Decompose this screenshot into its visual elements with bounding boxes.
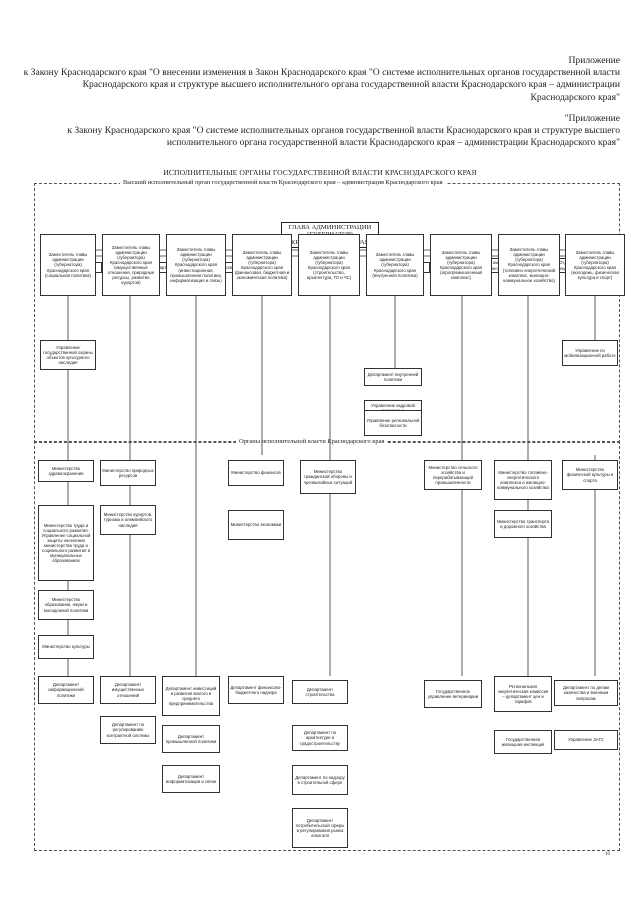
dept-contract-system: Департамент по регулированию контрактной… (100, 716, 156, 744)
dept-construction: Департамент строительства (292, 680, 348, 704)
dept-information-policy: Департамент информационной политики (38, 676, 94, 704)
deputy-property: Заместитель главы администрации (губерна… (102, 234, 160, 296)
deputy-construction: Заместитель главы администрации (губерна… (298, 234, 360, 296)
ministry-civil-defense: Министерство гражданской обороны и чрезв… (300, 460, 356, 494)
ministry-resorts: Министерство курортов, туризма и олимпий… (100, 505, 156, 535)
dept-financial-supervision: Департамент финансово-бюджетного надзора (228, 676, 284, 704)
dept-architecture: Департамент по архитектуре и градостроит… (292, 725, 348, 751)
deputy-youth-sport: Заместитель главы администрации (губерна… (565, 234, 625, 296)
dept-it-communications: Департамент информатизации и связи (162, 765, 220, 793)
dept-investment: Департамент инвестиций и развития малого… (162, 676, 220, 716)
law-reference: к Закону Краснодарского края "О внесении… (23, 67, 620, 103)
ministry-transport: Министерство транспорта и дорожного хозя… (494, 510, 552, 538)
top-section-label: Высший исполнительный орган государствен… (120, 179, 446, 186)
ministry-agriculture: Министерство сельского хозяйства и перер… (424, 460, 482, 490)
dept-housing-inspection: Государственная жилищная инспекция (494, 730, 552, 754)
deputy-internal: Заместитель главы администрации (губерна… (366, 234, 424, 296)
ministry-economy: Министерство экономики (228, 510, 284, 540)
dept-registry: Управление ЗАГС (554, 730, 618, 750)
chart-title: ИСПОЛНИТЕЛЬНЫЕ ОРГАНЫ ГОСУДАРСТВЕННОЙ ВЛ… (163, 168, 477, 177)
ministry-natural-resources: Министерство природных ресурсов (100, 460, 156, 486)
appendix-header: Приложение к Закону Краснодарского края … (20, 55, 620, 104)
dept-industrial-policy: Департамент промышленной политики (162, 725, 220, 753)
bottom-section-label: Органы исполнительной власти Краснодарск… (236, 438, 388, 445)
ministry-finance: Министерство финансов (228, 460, 284, 486)
ministry-education: Министерство образования, науки и молоде… (38, 590, 94, 620)
appendix-label: Приложение (568, 55, 621, 66)
dept-property: Департамент имущественных отношений (100, 676, 156, 704)
admin-unit-internal-policy: Департамент внутренней политики (364, 368, 422, 386)
deputy-investment: Заместитель главы администрации (губерна… (166, 234, 226, 296)
dept-cossacks: Департамент по делам казачества и военны… (554, 680, 618, 706)
dept-veterinary: Государственное управление ветеринарии (424, 680, 482, 708)
deputy-finance: Заместитель главы администрации (губерна… (232, 234, 292, 296)
ministry-culture: Министерство культуры (38, 635, 94, 659)
admin-unit-mobilization: Управление по мобилизационной работе (562, 340, 618, 366)
admin-unit-regional-security-box: Управление региональной безопасности (364, 410, 422, 436)
appendix-header-2: "Приложение к Закону Краснодарского края… (20, 113, 620, 150)
ministry-health: Министерство здравоохранения (38, 460, 94, 482)
page-number: 10 (605, 852, 610, 857)
deputy-social: Заместитель главы администрации (губерна… (40, 234, 96, 296)
dept-consumer-market: Департамент потребительской сферы и регу… (292, 808, 348, 848)
ministry-sport: Министерство физической культуры и спорт… (562, 460, 618, 490)
deputy-energy: Заместитель главы администрации (губерна… (498, 234, 560, 296)
admin-unit-heritage: Управление государственной охраны объект… (40, 340, 96, 370)
dept-energy-commission: Региональная энергетическая комиссия – д… (494, 676, 552, 712)
ministry-labor: Министерство труда и социального развити… (38, 505, 94, 581)
dept-construction-supervision: Департамент по надзору в строительной сф… (292, 765, 348, 795)
ministry-energy-housing: Министерство топливно-энергетического ко… (494, 460, 552, 500)
appendix-label-2: "Приложение (564, 113, 620, 124)
law-reference-2: к Закону Краснодарского края "О системе … (67, 125, 620, 149)
deputy-agro: Заместитель главы администрации (губерна… (430, 234, 492, 296)
